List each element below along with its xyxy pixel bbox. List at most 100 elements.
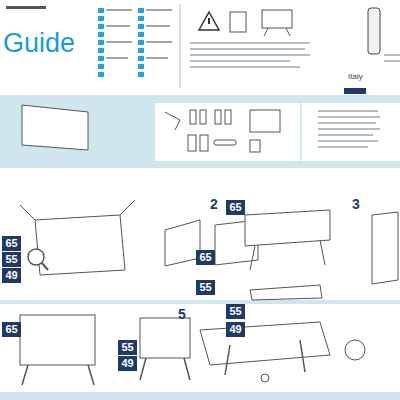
- screw-pack: [215, 110, 221, 124]
- size-number: 65: [226, 201, 245, 214]
- size-badge: 55: [118, 340, 137, 355]
- remote-accessory: [214, 140, 236, 145]
- accessories: [165, 110, 280, 152]
- size-number: 49: [226, 323, 245, 336]
- text-line: [106, 41, 132, 43]
- tv-base: [200, 322, 330, 365]
- language-tab: [98, 56, 104, 61]
- text-line: [318, 140, 378, 142]
- divider: [180, 4, 181, 88]
- text-line: [190, 42, 310, 44]
- size-badge: 65: [2, 322, 21, 337]
- language-tab: [138, 64, 144, 69]
- size-number: 55: [2, 253, 21, 266]
- tv-on-table: [250, 285, 322, 300]
- language-tab: [98, 40, 104, 45]
- text-line: [318, 128, 380, 130]
- step-number: 5: [178, 306, 186, 322]
- tv-front: [140, 318, 190, 358]
- bag: [200, 135, 208, 151]
- warning-triangle: [199, 12, 219, 30]
- stand-leg: [225, 340, 305, 375]
- tv-icon: [262, 10, 292, 28]
- size-badge: 55: [2, 252, 21, 267]
- language-tab: [138, 56, 144, 61]
- text-line: [190, 60, 290, 62]
- language-tab: [98, 24, 104, 29]
- step-number: 3: [352, 196, 360, 212]
- size-number: 55: [118, 341, 137, 354]
- region-label: Italy: [348, 72, 363, 81]
- text-line: [146, 9, 172, 11]
- language-tab: [98, 64, 104, 69]
- safety-text: [190, 42, 310, 68]
- band-edge: [0, 165, 400, 168]
- language-tab: [98, 8, 104, 13]
- notes-panel: [302, 103, 400, 161]
- text-line: [106, 57, 128, 59]
- bottom-band: [0, 392, 400, 400]
- text-line: [318, 110, 378, 112]
- language-tab: [138, 8, 144, 13]
- text-line: [318, 116, 380, 118]
- step-divider: [0, 300, 400, 304]
- remote-control: [368, 8, 380, 54]
- remote-text: [384, 54, 400, 62]
- stand-leg: [250, 240, 325, 270]
- size-number: 55: [196, 281, 215, 294]
- region-box: [344, 88, 366, 94]
- notes-text: [318, 110, 380, 148]
- language-tab: [138, 24, 144, 29]
- warning-mark: [208, 18, 210, 24]
- tv-side: [372, 212, 398, 284]
- language-lines: [106, 9, 172, 59]
- accessory-band: [0, 95, 400, 165]
- text-line: [190, 54, 310, 56]
- tv-back: [22, 105, 88, 150]
- tv-on-table: [245, 210, 330, 246]
- language-tab: [98, 16, 104, 21]
- screw-pack: [190, 110, 196, 124]
- detail-circle: [345, 340, 365, 360]
- accessory-panel: [155, 103, 300, 161]
- stand-leg: [140, 358, 190, 380]
- language-index: [98, 8, 144, 77]
- text-line: [318, 146, 368, 148]
- size-number: 49: [118, 357, 137, 370]
- text-line: [146, 25, 170, 27]
- manual-icon: [230, 12, 246, 32]
- text-line: [384, 60, 400, 62]
- language-tab: [138, 48, 144, 53]
- language-tab: [138, 72, 144, 77]
- language-tab: [98, 72, 104, 77]
- step-number: 2: [210, 196, 218, 212]
- size-number: 65: [2, 323, 21, 336]
- size-badge: 65: [226, 200, 245, 215]
- booklet: [250, 110, 280, 132]
- size-badge: 55: [226, 304, 245, 319]
- screw: [261, 374, 269, 382]
- model-code: [6, 6, 46, 9]
- size-number: 65: [2, 237, 21, 250]
- size-number: 55: [226, 305, 245, 318]
- language-tab: [138, 40, 144, 45]
- card: [250, 140, 260, 152]
- text-line: [106, 25, 130, 27]
- language-tab: [138, 16, 144, 21]
- text-line: [318, 134, 373, 136]
- magnifier: [28, 249, 44, 265]
- text-line: [146, 57, 168, 59]
- carton: [35, 215, 125, 275]
- tv-front: [20, 315, 95, 365]
- size-badge: 65: [2, 236, 21, 251]
- stand-part: [165, 112, 180, 130]
- tv-lift: [165, 220, 200, 266]
- language-tab: [138, 32, 144, 37]
- size-number: 49: [2, 269, 21, 282]
- text-line: [190, 48, 305, 50]
- size-badge: 49: [2, 268, 21, 283]
- guide-title: Guide: [3, 28, 75, 58]
- size-badge: 55: [196, 280, 215, 295]
